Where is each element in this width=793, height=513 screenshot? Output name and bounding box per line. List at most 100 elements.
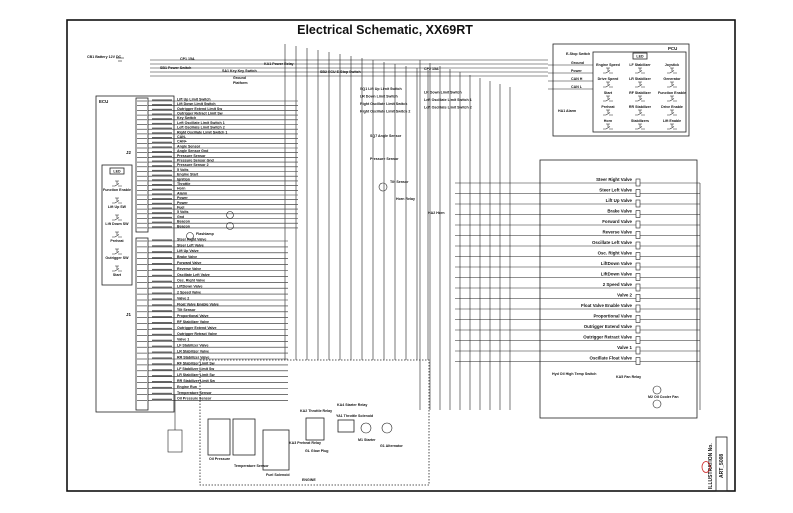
valve-label: Valve 2 bbox=[617, 293, 632, 298]
limit-switch-label: Left Oscillate Limit Switch 2 bbox=[424, 106, 472, 110]
connector-label: Valve 2 bbox=[177, 296, 189, 300]
connector-label: Lift Up Valve bbox=[177, 249, 199, 253]
valve-label: Oscillate Float Valve bbox=[590, 356, 633, 361]
wire-tag bbox=[152, 174, 172, 177]
pcu-input-label: CAN H bbox=[571, 77, 583, 81]
horn-relay-label: Horn Relay bbox=[396, 197, 415, 201]
valve-label: Steer Right Valve bbox=[596, 177, 632, 182]
pcu-input-label: Power bbox=[571, 69, 582, 73]
valve-label: LiftDown Valve bbox=[601, 261, 633, 266]
wire-tag bbox=[152, 188, 172, 191]
connector-label: CAN+ bbox=[177, 140, 187, 144]
wire-tag bbox=[152, 310, 172, 312]
connector-label: Outrigger Extend Valve bbox=[177, 326, 217, 330]
connector-j1 bbox=[135, 237, 149, 411]
connector-label: Left Oscillate Limit Switch 1 bbox=[177, 121, 225, 125]
wire-tag bbox=[152, 239, 172, 241]
key-switch-label: SA1 Key Key Switch bbox=[222, 69, 257, 73]
engine-component-label: GL Glow Plug bbox=[305, 449, 329, 453]
flashlamp-label: Flashlamp bbox=[196, 232, 215, 236]
connector-label: RR Stabilizer Valve bbox=[177, 355, 209, 359]
connector-label: Power bbox=[177, 201, 188, 205]
engine-title: ENGINE bbox=[302, 478, 316, 482]
connector-label: Beacon bbox=[177, 224, 190, 228]
connector-label: RF Stabilizer Valve bbox=[177, 320, 209, 324]
wire-tag bbox=[152, 193, 172, 195]
wire-tag bbox=[152, 363, 172, 365]
pushbutton-icon bbox=[667, 109, 677, 116]
pushbutton-icon bbox=[667, 123, 677, 130]
connector-label: Temperature Sensor bbox=[177, 391, 212, 395]
wire-tag bbox=[152, 386, 172, 389]
valve-label: Forward Valve bbox=[602, 219, 632, 224]
engine-component-label: Oil Pressure bbox=[209, 457, 230, 461]
wire-tag bbox=[152, 184, 172, 186]
temperature-sensor-box bbox=[232, 418, 256, 456]
valve-coil-icon bbox=[635, 178, 641, 187]
connector-j2-label: J2 bbox=[126, 150, 131, 155]
wire-tag bbox=[152, 327, 172, 330]
engine-component-label: Temperature Sensor bbox=[234, 464, 269, 468]
connector-label: Power bbox=[177, 196, 188, 200]
wire-tag bbox=[152, 118, 172, 120]
connector-label: Angle Sensor bbox=[177, 144, 201, 148]
pushbutton-icon bbox=[667, 95, 677, 102]
pushbutton-icon bbox=[635, 67, 645, 74]
connector-label: Gnd bbox=[177, 215, 184, 219]
connector-label: Oscillate Left Valve bbox=[177, 273, 210, 277]
valve-label: Lift Up Valve bbox=[606, 198, 633, 203]
tilt-sensor-label: Tilt Sensor bbox=[390, 180, 409, 184]
wire-tag bbox=[152, 221, 172, 224]
pushbutton-icon bbox=[635, 81, 645, 88]
flashlamp-icon bbox=[226, 211, 234, 219]
pcu-button-label: Start bbox=[604, 91, 613, 95]
limit-switch-label: LR Down Limit Switch bbox=[360, 95, 398, 99]
engine-component-label: G1 Alternator bbox=[380, 444, 403, 448]
connector-label: LR Stabilizer Limit Sw bbox=[177, 373, 215, 377]
wire-tag bbox=[152, 251, 172, 253]
pushbutton-icon bbox=[603, 67, 613, 74]
flashlamp-icon bbox=[226, 222, 234, 230]
wire-tag bbox=[152, 141, 172, 144]
connector-j2 bbox=[135, 97, 149, 233]
key-position-ground: Ground bbox=[233, 76, 246, 80]
pcu-title: PCU bbox=[668, 46, 677, 51]
pushbutton-icon bbox=[112, 197, 122, 204]
wire-tag bbox=[152, 226, 172, 228]
tilt-sensor-symbol bbox=[378, 182, 388, 192]
company-logo bbox=[701, 461, 711, 473]
wire-tag bbox=[152, 99, 172, 101]
wire-tag bbox=[152, 151, 172, 153]
connector-label: Pressure Sensor 2 bbox=[177, 163, 209, 167]
connector-label: Proportional Valve bbox=[177, 314, 209, 318]
throttle-relay-box bbox=[305, 417, 325, 441]
pressure-sensor-label: Pressure Sensor bbox=[370, 157, 399, 161]
valve-coil-icon bbox=[635, 231, 641, 239]
wire-tag bbox=[152, 286, 172, 289]
connector-label: RF Stabilizer Limit Sw bbox=[177, 361, 215, 365]
valve-label: Proportional Valve bbox=[593, 314, 632, 319]
wire-tag bbox=[152, 113, 172, 116]
flashlamp-icon bbox=[186, 232, 194, 240]
wire-tag bbox=[152, 104, 172, 106]
wire-tag bbox=[152, 369, 172, 371]
fuel-solenoid-box bbox=[262, 429, 290, 471]
wire-tag bbox=[152, 316, 172, 318]
valve-coil-icon bbox=[635, 199, 641, 208]
connector-label: Horn bbox=[177, 187, 185, 191]
valve-label: Valve 1 bbox=[617, 345, 632, 350]
connector-label: Osc. Right Valve bbox=[177, 279, 205, 283]
valve-coil-icon bbox=[635, 325, 641, 334]
ecu-button-label: Lift Down SW bbox=[105, 222, 129, 226]
valve-coil-icon bbox=[635, 304, 641, 313]
horn-label: HA2 Horn bbox=[428, 211, 445, 215]
valve-coil-icon bbox=[635, 336, 641, 344]
limit-switch-label: LR Down Limit Switch bbox=[424, 91, 462, 95]
illustration-number: ART_5008 bbox=[719, 454, 725, 478]
wire-tag bbox=[152, 322, 172, 324]
valve-coil-icon bbox=[635, 357, 641, 365]
ecu-button-label: Lift Up SW bbox=[108, 205, 127, 209]
illustration-number-label: ILLUSTRATION No. bbox=[708, 443, 714, 489]
pcu-led-label: LED bbox=[636, 55, 644, 59]
